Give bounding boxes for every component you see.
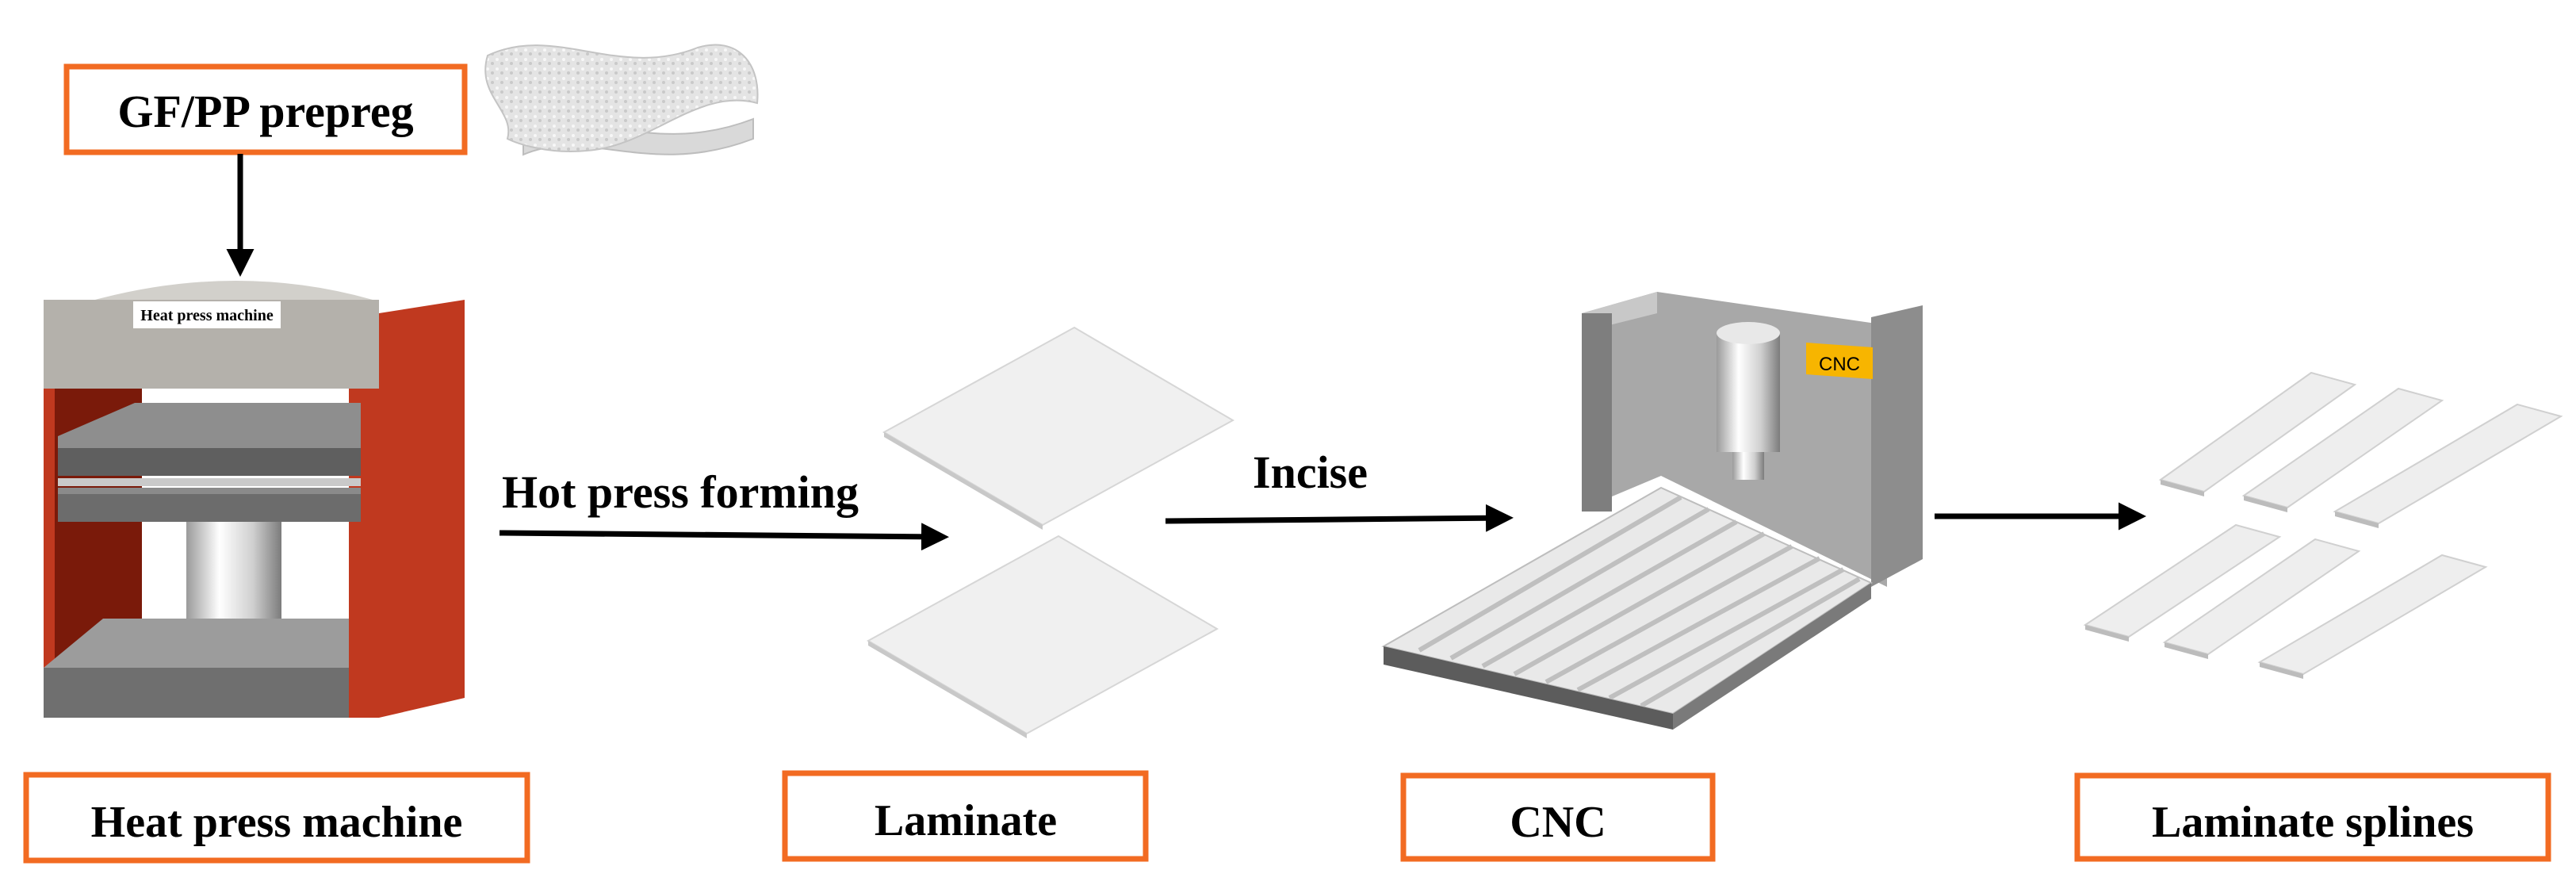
arrow-hot-press-forming xyxy=(499,523,949,551)
laminate-sheets-illustration xyxy=(866,326,1235,738)
heat-press-machine-label-box: Heat press machine xyxy=(23,772,530,864)
heat-press-machine-label: Heat press machine xyxy=(91,798,463,847)
machine-plate-label: Heat press machine xyxy=(140,307,274,324)
incise-label: Incise xyxy=(1253,446,1368,498)
laminate-splines-edges xyxy=(2085,480,2379,679)
arrow-incise xyxy=(1165,504,1514,532)
laminate-splines-label: Laminate splines xyxy=(2152,798,2474,847)
prepreg-sheet-icon xyxy=(484,44,759,156)
prepreg-label: GF/PP prepreg xyxy=(117,86,413,137)
cnc-label-box: CNC xyxy=(1400,772,1716,862)
cnc-tag-label: CNC xyxy=(1819,354,1860,375)
hot-press-forming-label: Hot press forming xyxy=(502,466,859,518)
laminate-label-box: Laminate xyxy=(782,770,1149,862)
prepreg-label-box: GF/PP prepreg xyxy=(63,63,468,155)
heat-press-machine-illustration: Heat press machine xyxy=(44,281,465,718)
cnc-label: CNC xyxy=(1510,798,1606,847)
cnc-machine-illustration: CNC xyxy=(1381,292,1923,730)
laminate-splines-illustration xyxy=(2083,371,2563,676)
laminate-splines-label-box: Laminate splines xyxy=(2074,772,2551,862)
laminate-label: Laminate xyxy=(875,796,1057,845)
